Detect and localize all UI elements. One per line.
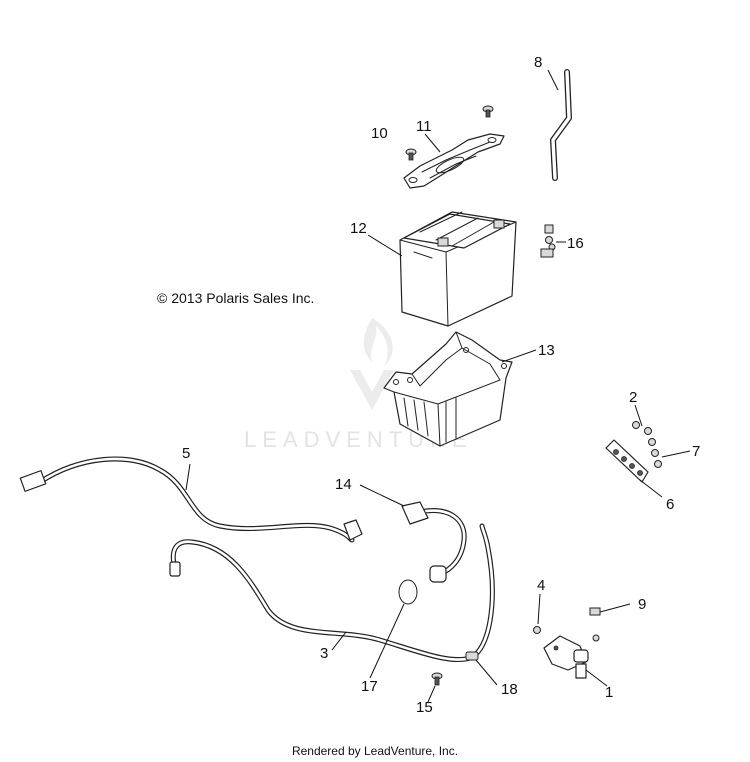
callout-12: 12 xyxy=(350,220,367,237)
part-5-main-cable xyxy=(19,456,363,543)
part-3-ground-cable xyxy=(169,523,495,663)
callout-8: 8 xyxy=(534,54,542,71)
callout-7: 7 xyxy=(692,443,700,460)
callout-17: 17 xyxy=(361,678,378,695)
callout-15: 15 xyxy=(416,699,433,716)
part-8-hold-down-rod xyxy=(550,69,572,181)
part-12-battery xyxy=(399,211,517,327)
callout-10: 10 xyxy=(371,125,388,142)
callout-18: 18 xyxy=(501,681,518,698)
callout-6: 6 xyxy=(666,496,674,513)
part-16-terminal-hardware xyxy=(540,224,556,258)
callout-13: 13 xyxy=(538,342,555,359)
part-15-screw xyxy=(431,672,443,686)
part-18-cable-clip xyxy=(465,651,479,661)
callout-5: 5 xyxy=(182,445,190,462)
part-1-relay xyxy=(543,635,589,679)
part-13-battery-box xyxy=(383,331,513,447)
footer-credit: Rendered by LeadVenture, Inc. xyxy=(291,744,459,758)
part-14-positive-cable xyxy=(401,501,467,583)
part-6-terminal-block xyxy=(605,421,649,483)
part-17-clamp xyxy=(398,579,418,605)
callout-11: 11 xyxy=(416,118,432,135)
part-10-screw xyxy=(405,148,417,161)
part-7-nut xyxy=(651,449,662,468)
callout-3: 3 xyxy=(320,645,328,662)
callout-2: 2 xyxy=(629,389,637,406)
copyright-notice: © 2013 Polaris Sales Inc. xyxy=(157,290,315,306)
callout-4: 4 xyxy=(537,577,545,594)
leader-lines xyxy=(185,69,691,703)
part-9-bolt xyxy=(589,607,601,642)
callout-16: 16 xyxy=(567,235,584,252)
callout-1: 1 xyxy=(605,684,613,701)
callout-14: 14 xyxy=(335,476,352,493)
part-11-battery-bracket xyxy=(403,133,505,189)
part-4-nut xyxy=(533,626,541,634)
part-2-nut xyxy=(644,427,656,446)
callouts: 8 11 10 12 16 13 2 7 6 5 14 3 17 18 15 4… xyxy=(182,54,700,716)
callout-9: 9 xyxy=(638,596,646,613)
bracket-screw xyxy=(482,105,494,118)
